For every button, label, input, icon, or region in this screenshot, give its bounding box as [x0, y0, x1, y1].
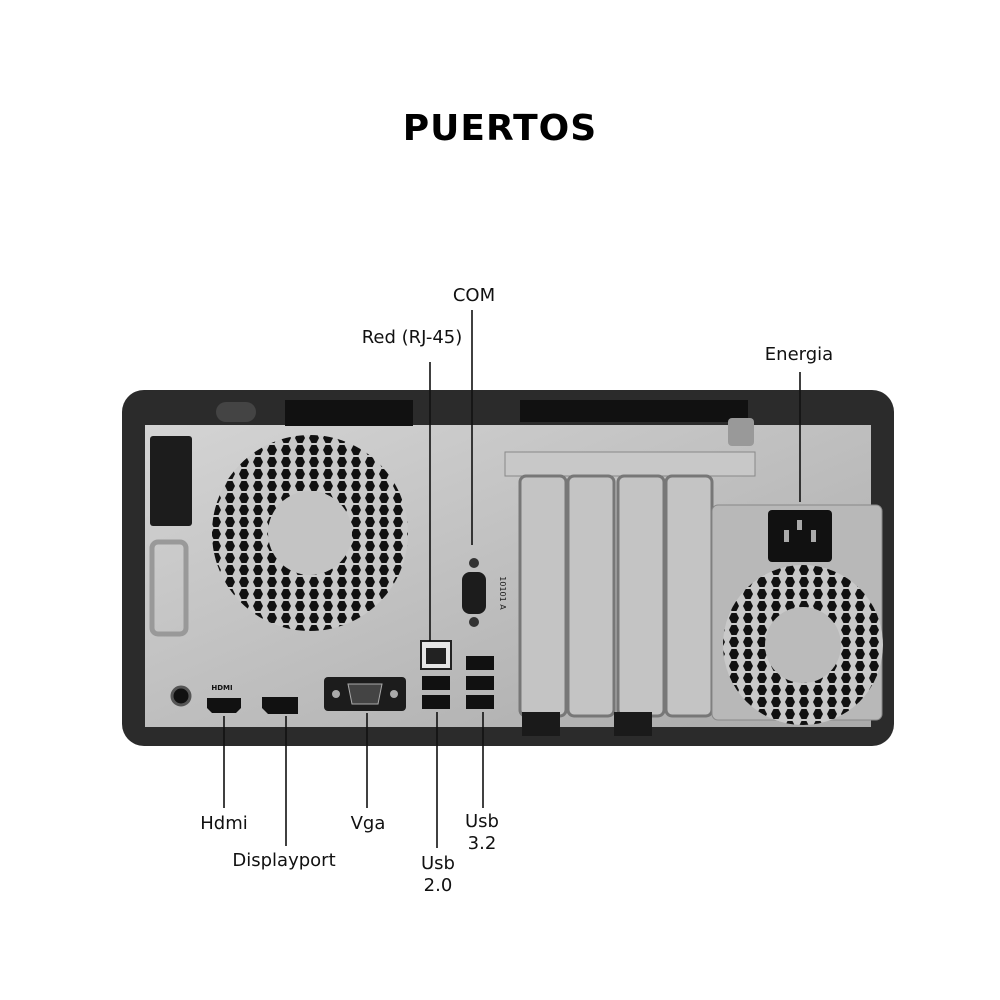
label-usb32: Usb 3.2 [465, 811, 499, 855]
label-usb20-line2: 2.0 [423, 875, 453, 896]
hdmi-port-icon: HDMI [207, 684, 241, 713]
label-displayport: Displayport [232, 850, 336, 871]
label-com: COM [452, 285, 496, 306]
label-usb20: Usb 2.0 [421, 853, 455, 897]
page-title: PUERTOS [402, 108, 598, 149]
psu-fan-icon [723, 565, 883, 725]
hdmi-marking: HDMI [211, 684, 232, 692]
label-usb32-line1: Usb [465, 811, 499, 832]
label-vga: Vga [350, 813, 386, 834]
serial-com-port-icon: 10101 A [462, 558, 507, 627]
label-energia: Energia [764, 344, 834, 365]
label-red: Red (RJ-45) [361, 327, 463, 348]
label-hdmi: Hdmi [200, 813, 248, 834]
displayport-icon [262, 697, 298, 714]
expansion-slots [504, 418, 756, 736]
audio-jack-icon [170, 685, 192, 707]
label-usb20-line1: Usb [421, 853, 455, 874]
serial-marking: 10101 A [498, 576, 507, 610]
power-socket-icon [768, 510, 832, 562]
usb-20-ports-icon [422, 676, 450, 709]
leader-lines [223, 310, 801, 848]
case-fan-icon [212, 435, 408, 631]
vga-port-icon [324, 677, 406, 711]
usb-32-ports-icon [466, 656, 494, 709]
label-usb32-line2: 3.2 [467, 833, 497, 854]
